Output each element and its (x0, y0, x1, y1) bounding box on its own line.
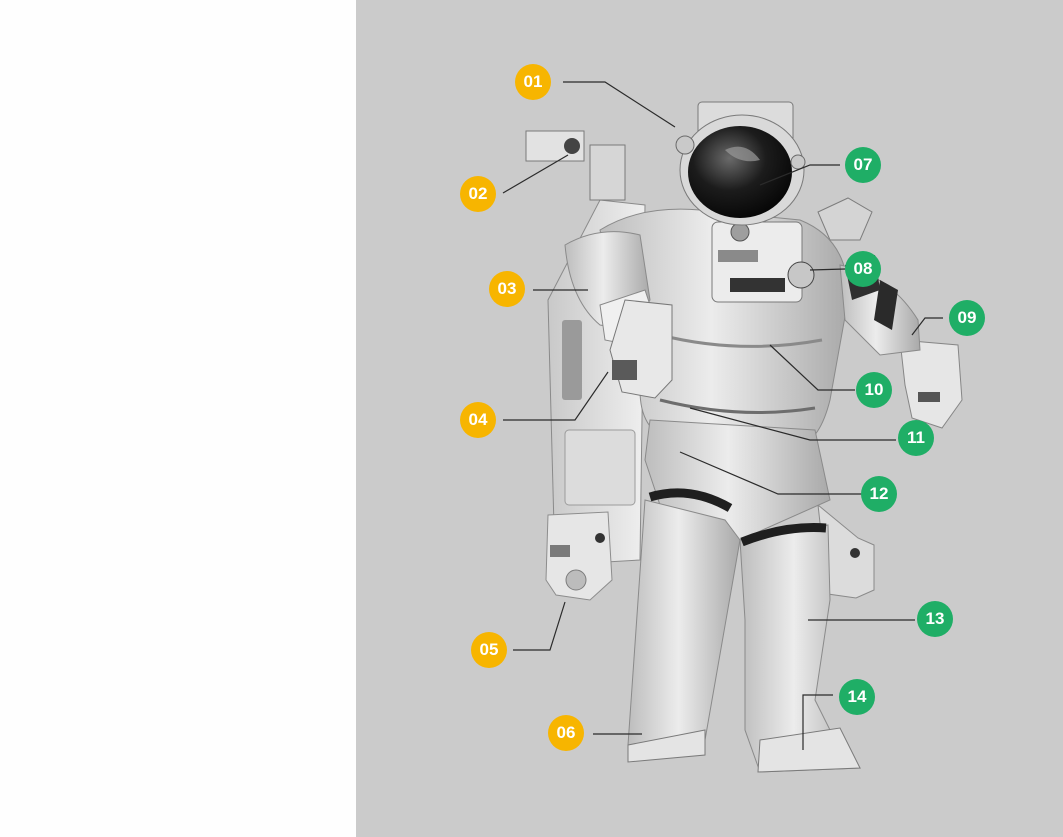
callout-badge-04[interactable]: 04 (460, 402, 496, 438)
callout-badge-13[interactable]: 13 (917, 601, 953, 637)
helmet (675, 101, 806, 226)
callout-badge-03[interactable]: 03 (489, 271, 525, 307)
legs (627, 419, 862, 773)
left-arm (564, 231, 673, 399)
leader-line-04 (503, 371, 609, 421)
left-blank-panel (0, 0, 356, 837)
leader-line-01 (563, 81, 676, 128)
leader-lines (502, 81, 943, 750)
leader-line-14 (802, 694, 833, 750)
leader-line-02 (502, 154, 569, 194)
leader-line-08 (809, 268, 846, 271)
right-arm (839, 255, 921, 356)
leader-line-10 (769, 344, 855, 391)
leader-line-12 (679, 451, 862, 495)
callout-badge-06[interactable]: 06 (548, 715, 584, 751)
helmet-camera (525, 130, 626, 201)
callout-badge-09[interactable]: 09 (949, 300, 985, 336)
callout-badge-07[interactable]: 07 (845, 147, 881, 183)
callout-badge-10[interactable]: 10 (856, 372, 892, 408)
leader-line-09 (911, 317, 943, 336)
callout-badge-05[interactable]: 05 (471, 632, 507, 668)
leader-line-05 (513, 601, 566, 651)
callout-badge-14[interactable]: 14 (839, 679, 875, 715)
right-hand-controller (817, 197, 963, 429)
astronaut-figure (525, 101, 963, 773)
callout-badge-08[interactable]: 08 (845, 251, 881, 287)
callout-badge-12[interactable]: 12 (861, 476, 897, 512)
leader-line-11 (689, 407, 896, 441)
callout-badge-11[interactable]: 11 (898, 420, 934, 456)
callout-badge-02[interactable]: 02 (460, 176, 496, 212)
callout-badge-01[interactable]: 01 (515, 64, 551, 100)
leader-line-07 (759, 164, 840, 186)
